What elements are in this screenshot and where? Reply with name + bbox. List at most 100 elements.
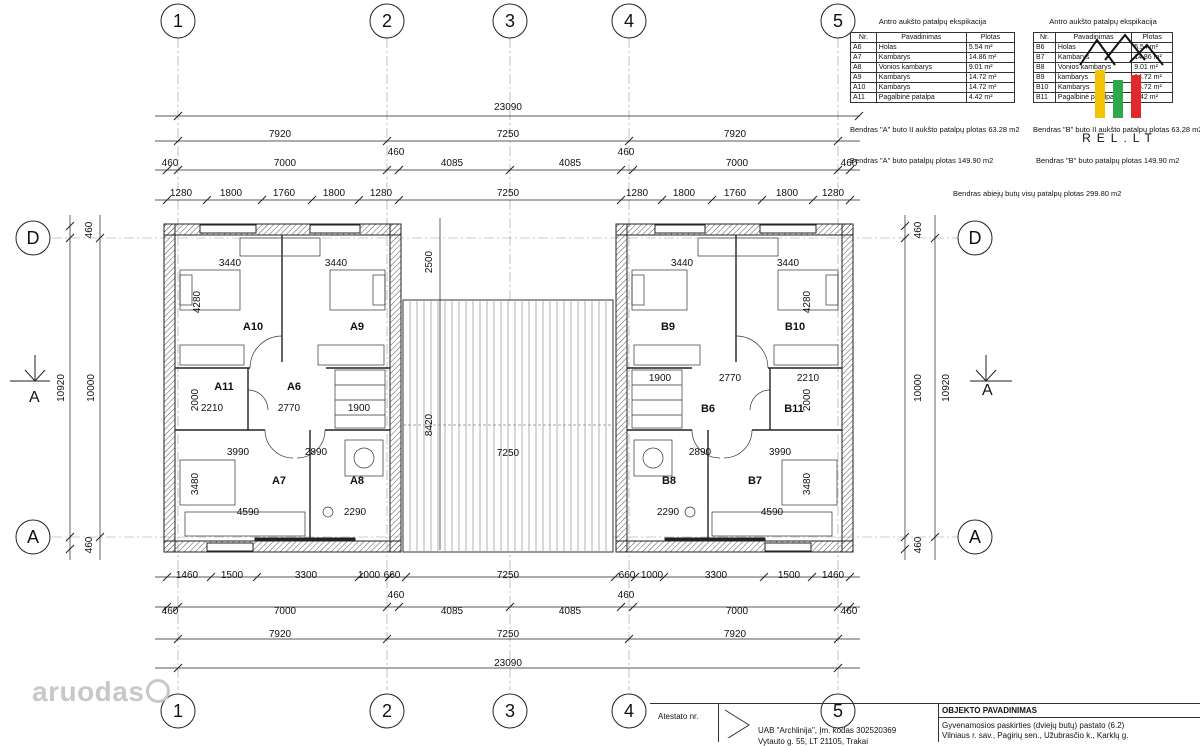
dimension-label: 1800 bbox=[776, 188, 799, 199]
dimension-label: 7920 bbox=[269, 629, 292, 640]
room-label: A8 bbox=[350, 475, 364, 487]
room-label: A10 bbox=[243, 321, 263, 333]
room-label: B10 bbox=[785, 321, 805, 333]
dimension-label: 2500 bbox=[424, 250, 435, 273]
dimension-label: 3300 bbox=[705, 570, 728, 581]
table-header: Plotas bbox=[965, 32, 1016, 43]
dimension-label: 2290 bbox=[344, 507, 367, 518]
dimension-label: 10000 bbox=[86, 374, 97, 402]
dimension-label: 1500 bbox=[778, 570, 801, 581]
logo-bar bbox=[1131, 75, 1141, 118]
dimension-label: 460 bbox=[388, 147, 405, 158]
dimension-label: 1000 bbox=[358, 570, 381, 581]
dimension-label: 1460 bbox=[822, 570, 845, 581]
dimension-label: 1900 bbox=[348, 403, 371, 414]
dimension-label: 460 bbox=[841, 606, 858, 617]
logo-bar bbox=[1113, 80, 1123, 118]
dimension-label: 7250 bbox=[497, 129, 520, 140]
area-table-a: Antro aukšto patalpų ekspikacija Nr. Pav… bbox=[850, 14, 1016, 103]
dimension-label: 2770 bbox=[719, 373, 742, 384]
dimension-label: 1280 bbox=[626, 188, 649, 199]
dimension-label: 460 bbox=[841, 158, 858, 169]
dimension-label: 3480 bbox=[802, 472, 813, 495]
dimension-label: 4280 bbox=[802, 290, 813, 313]
dimension-label: 7250 bbox=[497, 448, 520, 459]
room-label: B9 bbox=[661, 321, 675, 333]
dimension-label: 4085 bbox=[441, 158, 464, 169]
section-mark-left bbox=[10, 355, 50, 382]
room-label: A11 bbox=[214, 381, 234, 393]
rel-logo: REL.LT bbox=[1079, 33, 1164, 145]
triangle-icon bbox=[724, 709, 750, 738]
dimension-label: 660 bbox=[384, 570, 401, 581]
table-header: Nr. bbox=[850, 32, 877, 43]
grid-label: 2 bbox=[382, 701, 392, 721]
dimension-label: 460 bbox=[388, 590, 405, 601]
grid-label: D bbox=[969, 228, 982, 248]
dimension-label: 1800 bbox=[323, 188, 346, 199]
dimension-label: 4280 bbox=[192, 290, 203, 313]
dimension-label: 1000 bbox=[641, 570, 664, 581]
dimension-label: 460 bbox=[618, 590, 635, 601]
dimension-label: 1280 bbox=[822, 188, 845, 199]
grid-bubble bbox=[492, 3, 528, 39]
section-label: A bbox=[982, 382, 993, 399]
dimension-label: 660 bbox=[619, 570, 636, 581]
apartment-b bbox=[615, 223, 854, 553]
dimension-label: 3990 bbox=[769, 447, 792, 458]
dimension-label: 460 bbox=[84, 536, 95, 553]
room-label: A9 bbox=[350, 321, 364, 333]
watermark: aruodas bbox=[32, 676, 171, 708]
dimension-label: 1760 bbox=[724, 188, 747, 199]
dimension-label: 2000 bbox=[802, 388, 813, 411]
grid-label: 4 bbox=[624, 701, 634, 721]
grid-bubble bbox=[820, 3, 856, 39]
room-label: B7 bbox=[748, 475, 762, 487]
dimension-label: 460 bbox=[162, 158, 179, 169]
dimension-label: 1800 bbox=[673, 188, 696, 199]
dimension-label: 1760 bbox=[273, 188, 296, 199]
dimension-label: 1280 bbox=[370, 188, 393, 199]
total-apt-a: Bendras "A" buto patalpų plotas 149.90 m… bbox=[850, 156, 994, 165]
dimension-label: 23090 bbox=[494, 658, 522, 669]
dimension-label: 4085 bbox=[441, 606, 464, 617]
dimension-label: 7920 bbox=[724, 129, 747, 140]
grid-label: A bbox=[969, 527, 981, 547]
dimension-label: 7250 bbox=[497, 188, 520, 199]
grid-bubble bbox=[369, 3, 405, 39]
grid-label: 2 bbox=[382, 11, 392, 31]
grid-label: 5 bbox=[833, 11, 843, 31]
table-title: Antro aukšto patalpų ekspikacija bbox=[1049, 17, 1157, 26]
grid-bubble bbox=[611, 3, 647, 39]
object-label: OBJEKTO PAVADINIMAS bbox=[942, 706, 1037, 715]
grid-label: 3 bbox=[505, 701, 515, 721]
dimension-label: 1900 bbox=[649, 373, 672, 384]
dimension-label: 2290 bbox=[657, 507, 680, 518]
total-floor-b: Bendras "B" buto II aukšto patalpų plota… bbox=[1033, 125, 1200, 134]
dimension-label: 3440 bbox=[219, 258, 242, 269]
table-header: Nr. bbox=[1033, 32, 1056, 43]
grid-label: 1 bbox=[173, 11, 183, 31]
dimension-label: 460 bbox=[162, 606, 179, 617]
dimension-label: 2890 bbox=[305, 447, 328, 458]
grid-label: 4 bbox=[624, 11, 634, 31]
grid-bubbles-top bbox=[160, 3, 856, 39]
dimension-label: 7000 bbox=[274, 606, 297, 617]
grid-label: 5 bbox=[833, 701, 843, 721]
dimension-label: 1800 bbox=[220, 188, 243, 199]
object-name: Gyvenamosios paskirties (dviejų butų) pa… bbox=[942, 721, 1125, 730]
dimension-label: 1500 bbox=[221, 570, 244, 581]
object-address: Vilniaus r. sav., Pagirių sen., Užubrasč… bbox=[942, 731, 1129, 740]
dimension-label: 10000 bbox=[913, 374, 924, 402]
table-title: Antro aukšto patalpų ekspikacija bbox=[878, 17, 987, 26]
atestato-label: Atestato nr. bbox=[658, 712, 699, 721]
dimension-label: 2210 bbox=[797, 373, 820, 384]
dimension-label: 1280 bbox=[170, 188, 193, 199]
